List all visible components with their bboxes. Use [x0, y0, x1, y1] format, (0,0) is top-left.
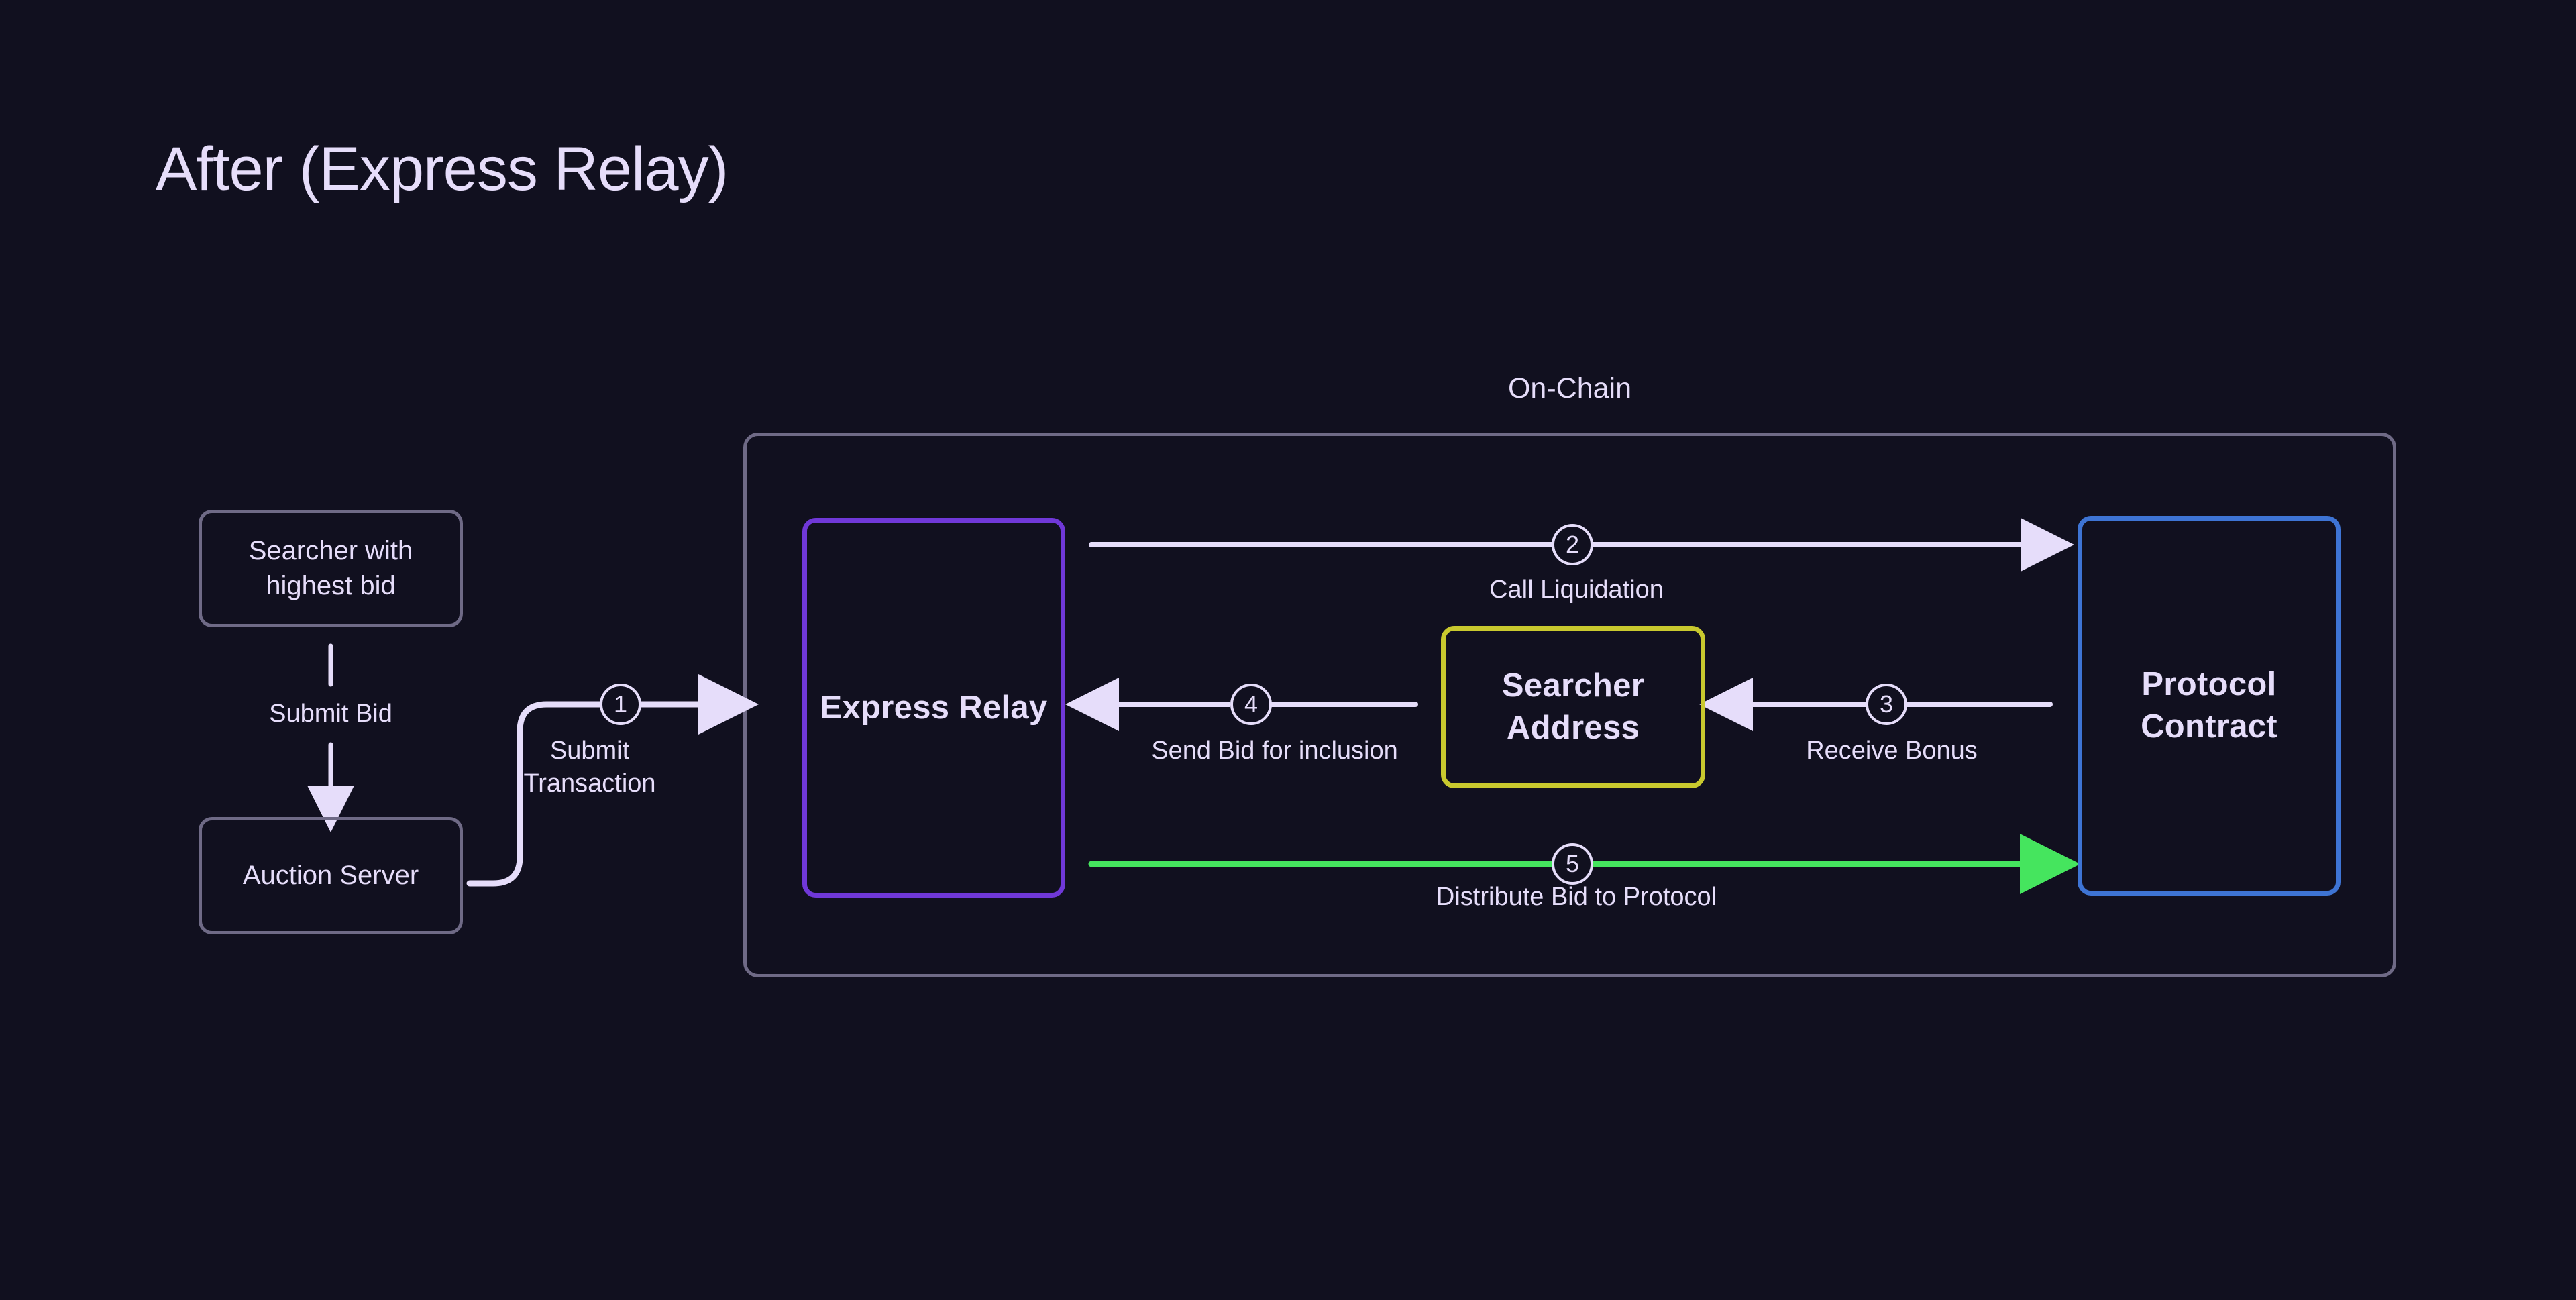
onchain-group-label: On-Chain [1507, 372, 1632, 404]
edge-label-call-liquidation: Call Liquidation [1489, 576, 1664, 604]
step-badge-2: 2 [1552, 524, 1593, 565]
node-label: Searcher with highest bid [248, 536, 413, 600]
node-label: Protocol Contract [2141, 666, 2277, 745]
edge-label-distribute-bid-to-protocol: Distribute Bid to Protocol [1436, 883, 1717, 911]
edge-label-receive-bonus: Receive Bonus [1806, 737, 1978, 765]
node-label: Express Relay [820, 689, 1048, 726]
edge-label-submit-bid: Submit Bid [269, 700, 392, 728]
step-badge-3: 3 [1866, 684, 1907, 725]
step-badge-5: 5 [1552, 843, 1593, 885]
node-label: Searcher Address [1501, 667, 1645, 746]
node-searcher-address[interactable]: Searcher Address [1441, 626, 1705, 788]
node-express-relay[interactable]: Express Relay [802, 518, 1065, 898]
step-badge-4: 4 [1230, 684, 1272, 725]
page-title: After (Express Relay) [156, 135, 729, 203]
node-label: Auction Server [242, 860, 419, 890]
node-searcher-with-highest-bid[interactable]: Searcher with highest bid [199, 510, 463, 627]
edge-label-send-bid-for-inclusion: Send Bid for inclusion [1151, 737, 1398, 765]
node-protocol-contract[interactable]: Protocol Contract [2078, 516, 2341, 896]
node-auction-server[interactable]: Auction Server [199, 817, 463, 934]
edge-label-submit-transaction: Submit Transaction [523, 737, 656, 798]
step-badge-1: 1 [600, 684, 641, 725]
